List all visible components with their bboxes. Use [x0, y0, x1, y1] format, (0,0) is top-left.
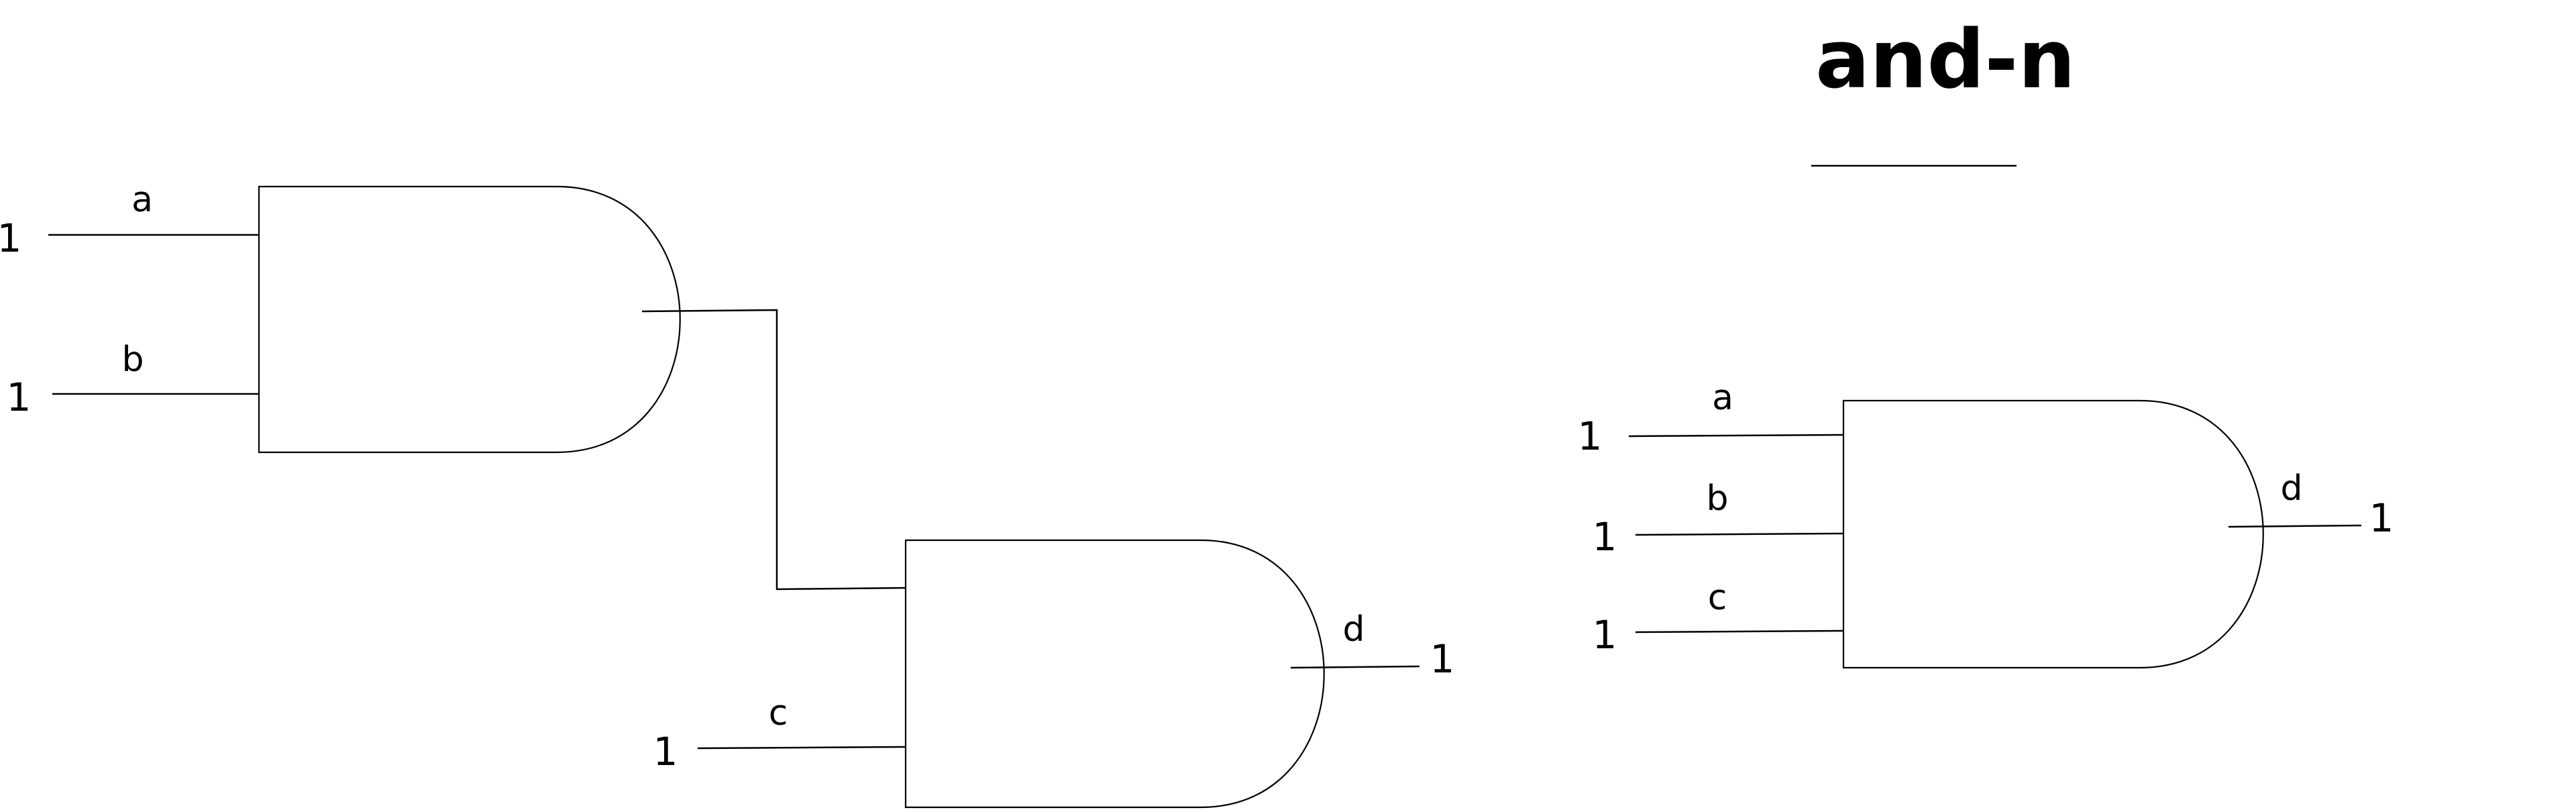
- left-and-gate-2: [904, 539, 1325, 809]
- right-output-d-value: 1: [2369, 495, 2394, 541]
- right-input-b-label: b: [1706, 478, 1728, 519]
- right-input-c-label: c: [1708, 578, 1727, 618]
- right-output-d-wire: [2228, 524, 2362, 528]
- right-output-d-label: d: [2280, 468, 2302, 509]
- left-and-gate-1: [258, 185, 681, 454]
- right-input-c-wire: [1635, 629, 1844, 633]
- right-input-a-value: 1: [1578, 413, 1603, 459]
- left-input-c-label: c: [769, 693, 788, 733]
- left-input-b-value: 1: [7, 374, 32, 420]
- diagram-title: and-n: [1815, 13, 2076, 107]
- right-input-a-wire: [1628, 434, 1844, 438]
- left-input-c-wire: [697, 746, 906, 750]
- left-input-c-value: 1: [653, 729, 678, 774]
- intermediate-wire: [641, 309, 906, 591]
- left-input-a-label: a: [131, 180, 153, 220]
- left-input-a-value: 1: [0, 215, 21, 261]
- right-and-n-gate: [1842, 399, 2264, 669]
- left-output-d-wire: [1290, 665, 1420, 669]
- right-input-b-value: 1: [1593, 514, 1617, 560]
- right-input-b-wire: [1635, 532, 1844, 536]
- right-input-c-value: 1: [1593, 612, 1617, 658]
- left-output-d-value: 1: [1430, 636, 1455, 682]
- right-input-a-label: a: [1712, 378, 1733, 418]
- left-input-b-label: b: [121, 340, 144, 380]
- left-output-d-label: d: [1342, 609, 1364, 650]
